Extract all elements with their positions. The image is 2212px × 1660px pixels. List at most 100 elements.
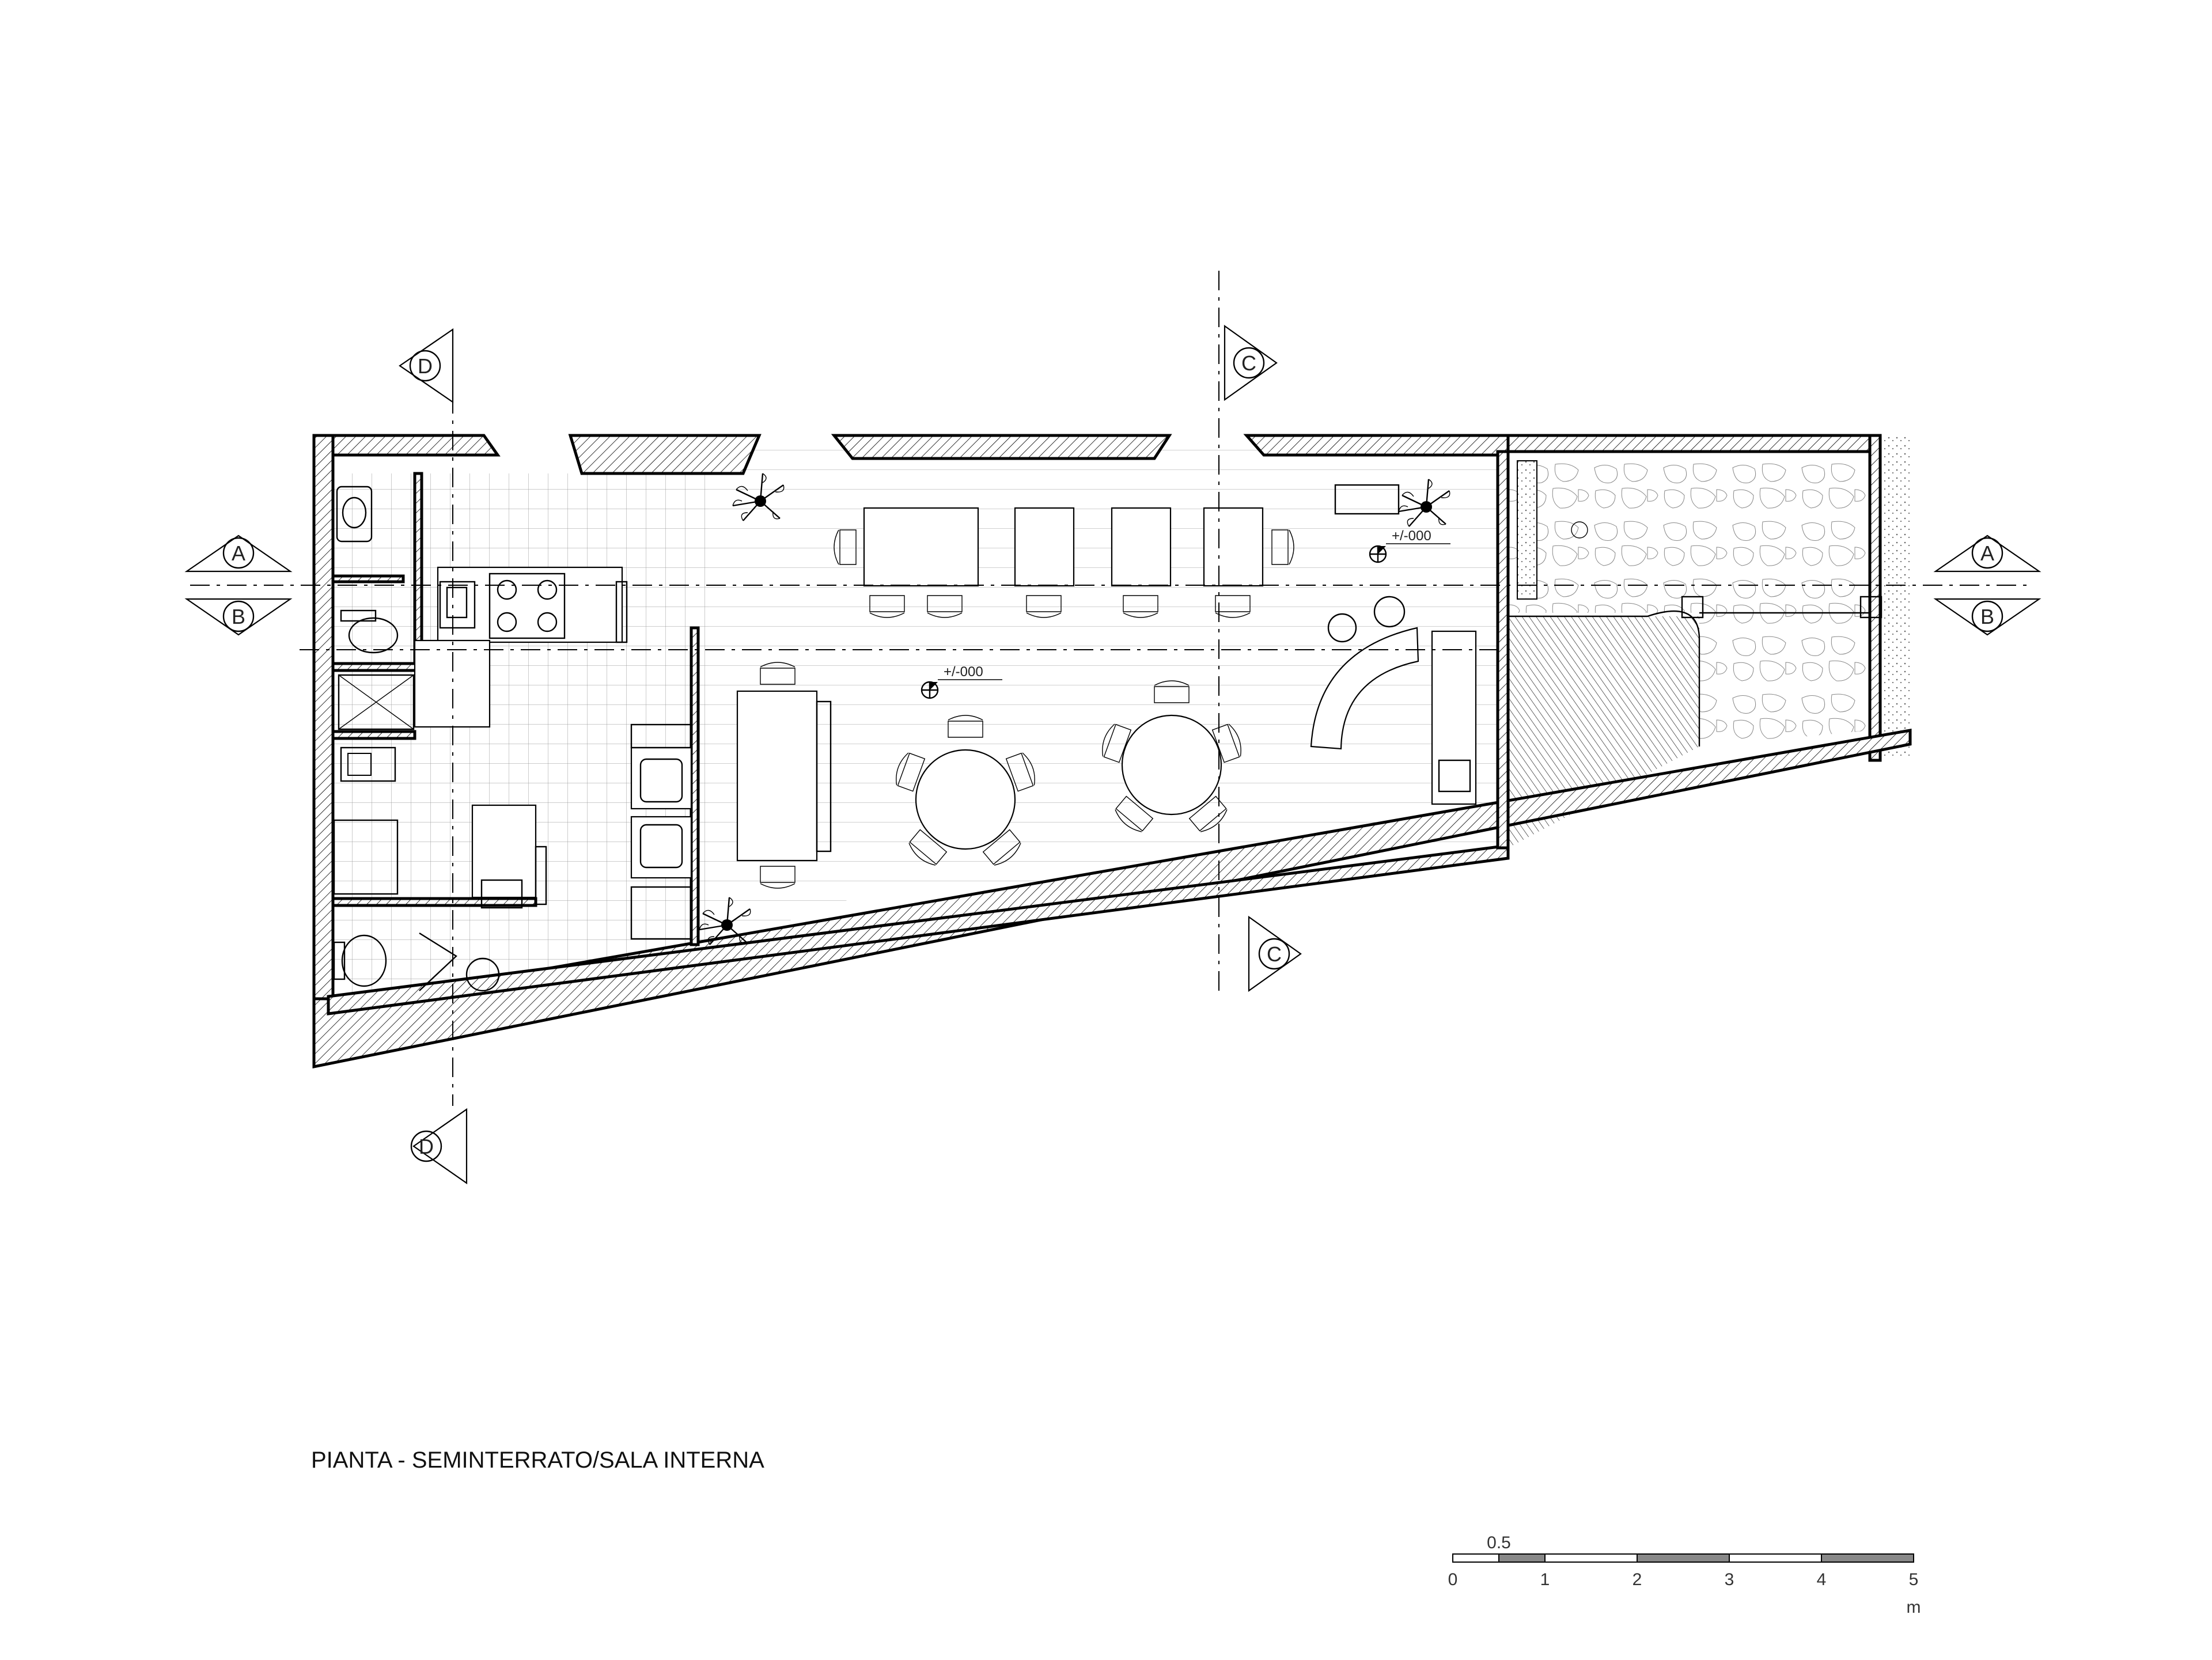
toilet-tank-1 [340, 609, 377, 622]
curved-bar [1310, 627, 1419, 750]
marker-c-top-label: C [1241, 351, 1256, 375]
marker-d-top-label: D [418, 354, 433, 378]
drawing-title: PIANTA - SEMINTERRATO/SALA INTERNA [311, 1447, 764, 1473]
level-marker-2: +/-000 [1369, 528, 1450, 563]
wall-top-2 [568, 434, 762, 475]
stool-1 [1327, 613, 1357, 643]
walls [312, 434, 1912, 1069]
scale-seg-2 [1544, 1553, 1638, 1563]
wall-bath-3 [331, 662, 423, 672]
level-label-1: +/-000 [944, 664, 983, 680]
console-shelf [1334, 484, 1400, 515]
stair-treads [1508, 616, 1699, 848]
burner-4 [537, 612, 558, 632]
oven [480, 879, 523, 909]
marker-a-right-label: A [1980, 541, 1994, 565]
table-top-4 [1203, 507, 1264, 587]
wall-right-post [1868, 434, 1882, 762]
column-2 [1859, 596, 1883, 619]
sink-side-2-bowl [639, 824, 683, 869]
stair-courtyard [1508, 460, 1883, 746]
round-table-1 [915, 749, 1016, 850]
scale-bar: 0.5 0 1 2 3 4 5 m [1448, 1533, 1921, 1617]
dining-furniture [736, 484, 1477, 889]
toilet-bowl-1 [348, 617, 399, 654]
scale-seg-5 [1821, 1553, 1914, 1563]
gravel-strip [1880, 437, 1910, 759]
scale-tick-5: 5 [1909, 1570, 1919, 1589]
table-top-3 [1111, 507, 1172, 587]
stone-paving [1508, 452, 1870, 613]
wall-bath-1 [331, 574, 405, 583]
dish-rack-grid [347, 753, 372, 776]
scale-tick-2: 2 [1633, 1570, 1642, 1589]
scale-seg-0 [1452, 1553, 1499, 1563]
table-top-1 [863, 507, 979, 587]
table-long-left [736, 690, 818, 862]
burner-1 [497, 579, 517, 600]
column-1 [1681, 596, 1704, 619]
shower-tray [338, 674, 415, 730]
wall-bath-4 [331, 730, 416, 740]
section-marker-d-top: D [399, 328, 454, 404]
wall-bath-2 [413, 472, 423, 665]
marker-d-bottom-label: D [419, 1135, 434, 1158]
shower-cross [338, 674, 414, 730]
marker-a-left-label: A [232, 541, 245, 565]
scale-seg-3 [1637, 1553, 1730, 1563]
round-table-2 [1121, 714, 1222, 816]
section-marker-d-bottom: D [410, 1108, 468, 1185]
side-cabinet-low [630, 886, 692, 940]
scale-half-label: 0.5 [1487, 1533, 1511, 1552]
wall-top-3 [831, 434, 1172, 460]
planter-strip [1517, 460, 1537, 600]
marker-c-bottom-label: C [1267, 942, 1282, 966]
side-cabinet [630, 723, 692, 749]
scale-tick-1: 1 [1540, 1570, 1550, 1589]
toilet-tank-2 [333, 941, 346, 980]
counter-extension [615, 581, 628, 643]
wall-kitchen-divider [690, 626, 700, 946]
stove [488, 573, 566, 639]
wall-bottom-inner [327, 844, 1510, 1015]
table-top-2 [1014, 507, 1075, 587]
tall-cabinet [535, 846, 547, 905]
marker-b-right-label: B [1980, 605, 1994, 628]
washbasin-top [336, 486, 373, 543]
section-marker-c-bottom: C [1248, 915, 1302, 992]
stair-curve [1508, 610, 1700, 746]
sink-top [439, 581, 476, 629]
drain [1571, 521, 1588, 539]
toilet-bowl-2 [341, 934, 387, 987]
scale-tick-4: 4 [1817, 1570, 1827, 1589]
wall-left [312, 434, 335, 1000]
wall-stair-divider [1496, 450, 1510, 850]
scale-unit: m [1907, 1598, 1921, 1617]
scale-tick-0: 0 [1448, 1570, 1458, 1589]
bar-sink [1438, 759, 1471, 793]
dish-rack [340, 746, 396, 782]
scale-seg-4 [1729, 1553, 1822, 1563]
washbasin-bowl [342, 497, 367, 529]
washer [333, 819, 399, 895]
level-label-2: +/-000 [1392, 528, 1431, 544]
scale-tick-3: 3 [1725, 1570, 1734, 1589]
wall-top-5 [1506, 434, 1872, 453]
kitchen-fixtures [414, 566, 692, 940]
bench-left [816, 700, 832, 852]
section-marker-ab-right: A B [1933, 535, 2041, 636]
stone-paving-lower [1699, 613, 1870, 746]
stool-2 [1373, 596, 1406, 628]
wall-top-4 [1243, 434, 1510, 457]
scale-seg-1 [1498, 1553, 1546, 1563]
wall-bath-5 [331, 897, 537, 907]
section-marker-c-top: C [1224, 324, 1278, 401]
section-lines [190, 271, 2028, 1106]
burner-2 [537, 579, 558, 600]
kitchen-counter-top [437, 566, 623, 643]
sink-side-1-bowl [639, 758, 683, 803]
burner-3 [497, 612, 517, 632]
wall-top-1 [312, 434, 501, 475]
section-marker-ab-left: A B [184, 535, 293, 636]
